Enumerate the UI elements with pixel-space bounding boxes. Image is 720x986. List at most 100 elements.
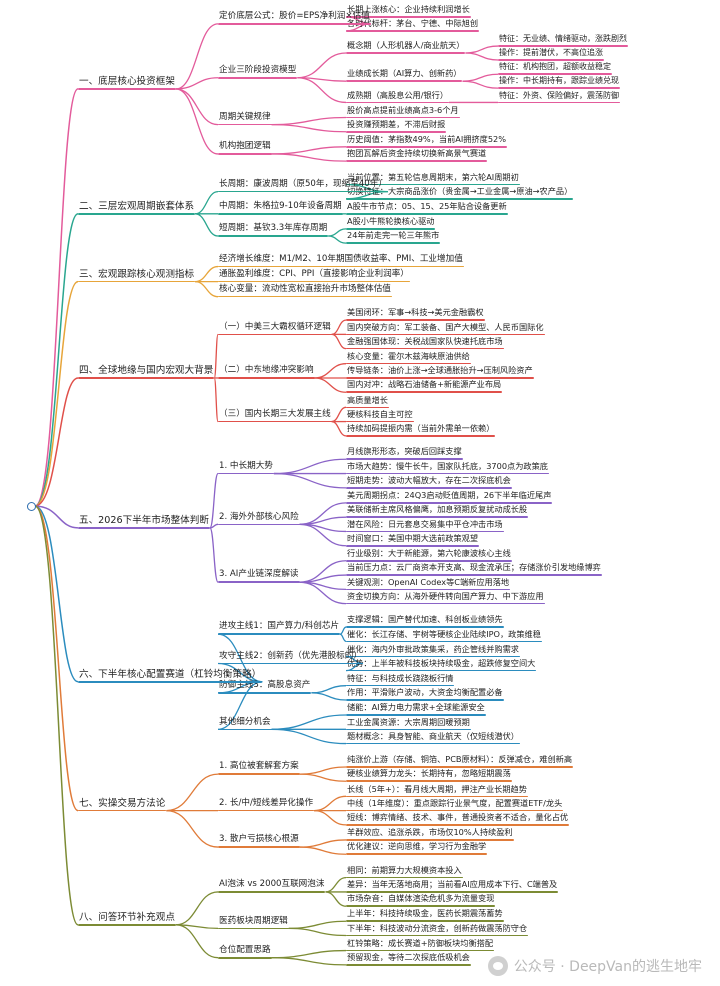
node-underline (498, 87, 620, 89)
connector-line (311, 692, 347, 701)
mindmap-node-level-3: 硬核科技自主可控 (347, 408, 413, 419)
node-underline (218, 420, 332, 423)
node-underline (346, 228, 436, 230)
mindmap-node-level-1: 四、全球地缘与国内宏观大背景 (79, 365, 214, 377)
mindmap-node-level-3: 杠铃策略：成长赛道+防御板块均衡搭配 (347, 937, 494, 948)
node-underline (346, 435, 496, 437)
connector-line (299, 773, 347, 782)
node-underline (346, 362, 471, 365)
connector-line (325, 876, 347, 893)
node-underline (218, 472, 274, 475)
mindmap-node-level-3: 上半年：科技持续吸金，医药长期震荡蓄势 (347, 908, 503, 919)
root-connector-line (34, 505, 79, 812)
connector-line (339, 633, 347, 642)
connector-line (328, 235, 347, 244)
node-underline (346, 544, 480, 547)
wechat-official-account-icon (487, 956, 508, 976)
mindmap-node-level-3: A股小牛熊轮换核心驱动 (347, 216, 435, 227)
mindmap-node-level-2: 企业三阶段投资模型 (219, 64, 297, 75)
node-underline (346, 377, 534, 379)
mindmap-node-level-2: 防御主线3：高股息资产 (219, 680, 311, 691)
connector-line (325, 891, 347, 907)
connector-line (297, 77, 347, 104)
connector-line (209, 523, 219, 529)
connector-line (166, 809, 219, 848)
connector-line (195, 265, 219, 283)
node-underline (78, 88, 176, 90)
node-underline (346, 766, 574, 768)
node-underline (346, 472, 549, 475)
node-underline (218, 581, 300, 583)
root-connector-line (34, 377, 79, 507)
mindmap-node-level-3: 国内对冲：战略石油储备+新能源产业布局 (347, 379, 502, 390)
node-underline (78, 527, 210, 529)
mindmap-node-level-3: 中线（1年维度）：重点跟踪行业景气度，配置赛道ETF/龙头 (347, 797, 563, 808)
connector-line (462, 80, 499, 89)
mindmap-node-level-3: 支撑逻辑：国产替代加速、科创板业绩领先 (347, 614, 503, 625)
node-underline (346, 920, 504, 923)
mindmap-node-level-4: 操作：提前潜伏，不高位追涨 (499, 48, 603, 58)
node-underline (346, 242, 441, 244)
mindmap-node-level-3: 作用：平滑账户波动，大资金均衡配置必备 (347, 687, 503, 698)
mindmap-node-level-4: 特征：外资、保险偏好，震荡防御 (499, 90, 619, 100)
node-underline (346, 319, 485, 321)
connector-line (299, 839, 347, 848)
connector-line (299, 846, 347, 855)
node-underline (346, 347, 504, 350)
mindmap-node-level-3: 市场大趋势：慢牛长牛，国家队托底，3700点为政策底 (347, 460, 548, 471)
mindmap-node-level-3: 当前压力点：云厂商资本开支高、现金流承压；存储涨价引发地缘博弈 (347, 562, 601, 573)
mindmap-node-level-2: 攻守主线2：创新药（优先港股标的） (219, 650, 362, 661)
mindmap-node-level-3: 优化建议：逆向思维，学习行为金融学 (347, 841, 487, 852)
node-underline (346, 824, 570, 826)
mindmap-node-level-3: 股价高点提前业绩高点3-6个月 (347, 104, 459, 115)
connector-line (311, 685, 347, 694)
node-underline (346, 728, 471, 731)
node-underline (346, 80, 463, 82)
mindmap-node-level-2: 医药板块周期逻辑 (219, 915, 288, 926)
connector-line (331, 420, 347, 437)
mindmap-node-level-3: 长期上涨核心：企业持续利润增长 (347, 3, 470, 14)
mindmap-node-level-2: （三）国内长期三大发展主线 (219, 408, 331, 419)
node-underline (218, 190, 388, 193)
mindmap-node-level-2: 3. 散户亏损核心根源 (219, 834, 299, 845)
node-underline (218, 662, 363, 665)
connector-line (314, 363, 347, 379)
node-underline (346, 669, 537, 672)
node-underline (78, 213, 196, 215)
node-underline (346, 160, 488, 162)
mindmap-node-level-3: 美联储新主席风格偏鹰，加息预期反复扰动成长股 (347, 504, 528, 515)
mindmap-node-level-1: 五、2026下半年市场整体判断 (79, 515, 209, 527)
node-underline (346, 640, 542, 643)
node-underline (78, 280, 196, 283)
node-underline (346, 891, 559, 893)
mindmap-node-level-3: 金融强国体现：关税战国家队快速托底市场 (347, 335, 503, 346)
mindmap-node-level-3: 关键观测：OpenAI Codex等C端新应用落地 (347, 576, 510, 587)
connector-line (217, 633, 263, 683)
mindmap-node-level-2: 2. 海外外部核心风险 (219, 511, 299, 522)
connector-line (462, 73, 499, 82)
connector-line (271, 146, 347, 155)
mindmap-node-level-1: 一、底层核心投资框架 (79, 76, 175, 88)
mindmap-node-level-3: 核心变量：霍尔木兹海峡原油供给 (347, 350, 470, 361)
node-underline (218, 956, 272, 959)
mindmap-node-level-3: A股牛市节点：05、15、25年贴合设备更新 (347, 201, 507, 212)
node-underline (346, 626, 504, 628)
mindmap-node-level-3: 羊群效应、追涨杀跌，市场仅10%人持续盈利 (347, 827, 513, 838)
connector-line (299, 581, 347, 605)
mindmap-node-level-3: 投资赚预期差，不滞后财报 (347, 118, 446, 129)
node-underline (78, 377, 215, 379)
mindmap-node-level-2: 短周期：基钦3.3年库存周期 (219, 223, 328, 234)
connector-line (213, 377, 219, 423)
mindmap-node-level-2: 其他细分机会 (219, 716, 271, 727)
connector-line (299, 766, 347, 775)
mindmap-node-level-3: 历史阈值：茅指数49%，当前AI拥挤度52% (347, 134, 507, 144)
mindmap-node-level-3: 传导链条：油价上涨→全球通胀抬升→压制风险资产 (347, 365, 533, 376)
node-underline (346, 795, 528, 798)
node-underline (346, 458, 463, 461)
connector-line (297, 52, 347, 79)
node-underline (346, 516, 529, 518)
mindmap-node-level-2: 2. 长/中/短线差异化操作 (219, 797, 314, 808)
mindmap-node-level-3: 持续加码提振内需（当前外需单一依赖） (347, 423, 495, 434)
connector-line (209, 472, 219, 529)
